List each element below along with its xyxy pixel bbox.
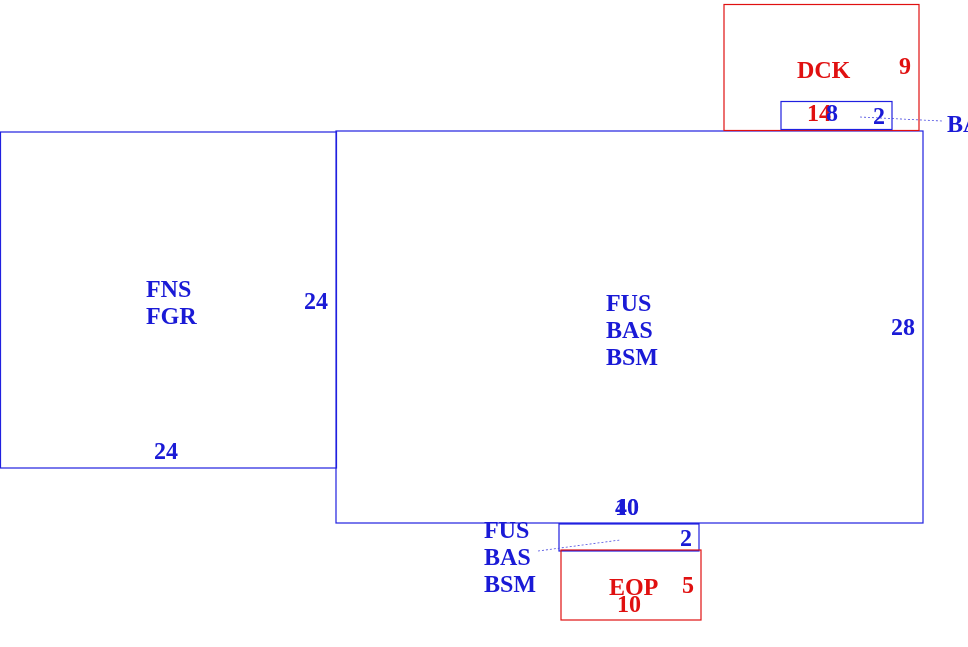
main-house-dim-bottom-a: 40 xyxy=(615,495,639,521)
main-house-dim-bottom-b: 10 xyxy=(615,495,639,521)
deck-bay-label-partial: BA xyxy=(947,112,968,138)
main-house-dim-right: 28 xyxy=(891,315,915,341)
garage-area[interactable]: FNS FGR 24 24 xyxy=(0,131,338,469)
bay-bottom-leader-line xyxy=(537,539,621,552)
main-house-area[interactable]: FUS BAS BSM 28 40 10 xyxy=(335,130,924,524)
deck-area[interactable]: DCK 9 14 8 xyxy=(723,3,920,132)
porch-area[interactable]: EOP 5 10 xyxy=(560,549,702,621)
main-house-outline xyxy=(335,130,924,524)
main-house-code-1: FUS xyxy=(606,291,651,317)
bay-bottom-code-2: BAS xyxy=(484,545,531,571)
bay-bottom-dim-right: 2 xyxy=(680,526,692,552)
deck-dim-bottom-b: 8 xyxy=(826,101,838,127)
main-house-code-2: BAS xyxy=(606,318,653,344)
deck-dim-right: 9 xyxy=(899,54,911,80)
deck-bay-outline xyxy=(780,100,893,131)
main-house-code-3: BSM xyxy=(606,345,658,371)
bay-bottom-outline xyxy=(558,523,700,552)
porch-dim-right: 5 xyxy=(682,573,694,599)
bay-bottom-code-1: FUS xyxy=(484,518,529,544)
garage-dim-right: 24 xyxy=(304,289,328,315)
porch-dim-bottom: 10 xyxy=(617,592,641,618)
deck-bay-area[interactable]: 2 BA xyxy=(780,100,968,139)
deck-bay-leader-line xyxy=(859,116,943,122)
garage-code-2: FGR xyxy=(146,304,197,330)
garage-dim-bottom: 24 xyxy=(154,439,178,465)
bay-bottom-code-3: BSM xyxy=(484,572,536,598)
porch-outline xyxy=(560,549,702,621)
bay-bottom-area[interactable]: 2 FUS BAS BSM xyxy=(484,518,700,598)
deck-dim-bottom-a: 14 xyxy=(807,101,831,127)
deck-code: DCK xyxy=(797,58,851,84)
deck-bay-dim-right: 2 xyxy=(873,104,885,130)
porch-code: EOP xyxy=(609,575,658,601)
garage-code-1: FNS xyxy=(146,277,191,303)
deck-outline xyxy=(723,3,920,132)
